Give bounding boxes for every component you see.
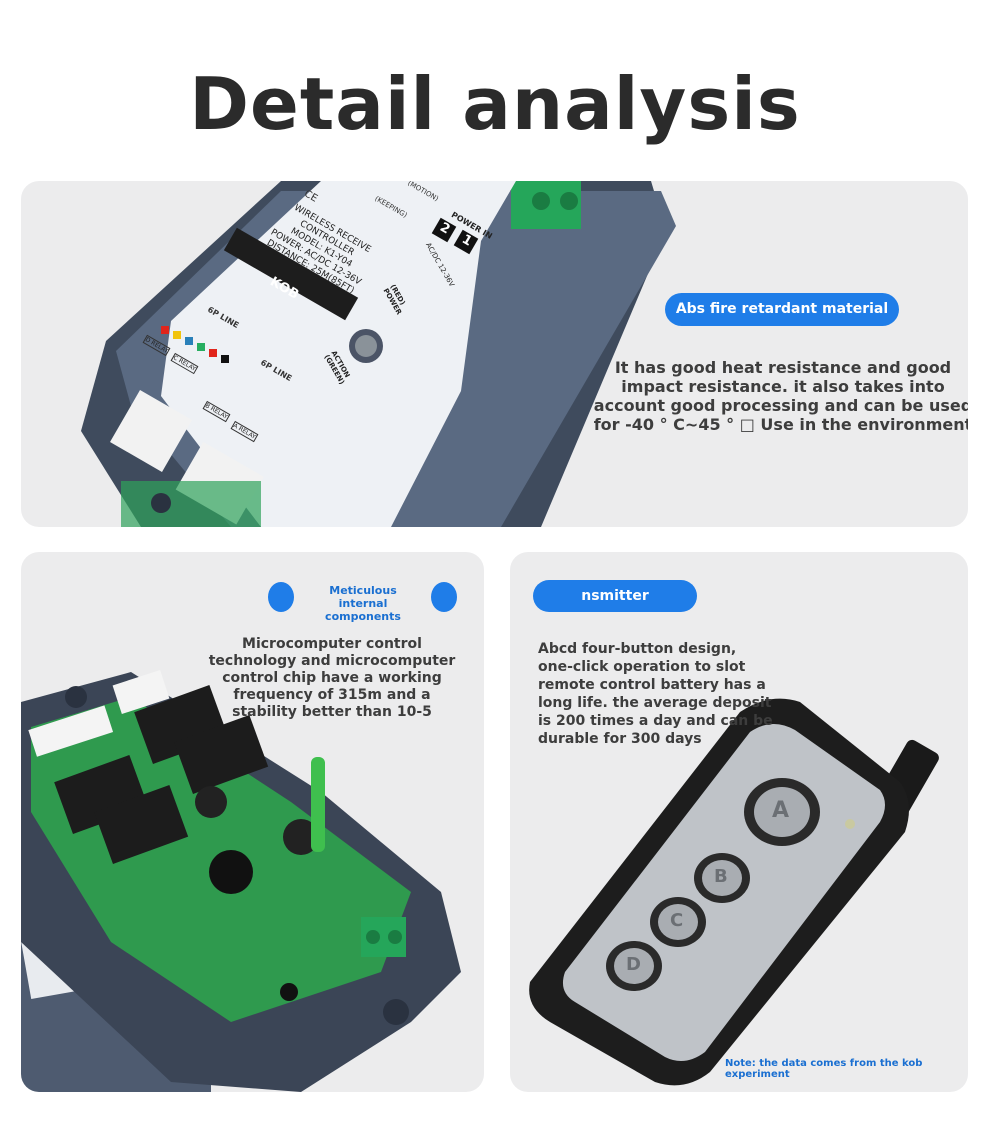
remote-button-d: D bbox=[626, 954, 641, 975]
abs-material-card: CE (MOTION) (KEEPING) WIRELESS RECEIVE C… bbox=[21, 181, 968, 527]
remote-button-b: B bbox=[714, 866, 728, 887]
abs-material-badge: Abs fire retardant material bbox=[665, 293, 899, 326]
abs-material-description: It has good heat resistance and good imp… bbox=[593, 358, 968, 434]
pcb-board-image bbox=[21, 670, 461, 1092]
transmitter-badge: nsmitter bbox=[533, 580, 697, 612]
remote-transmitter-image bbox=[529, 698, 939, 1086]
internal-components-card: Meticulous internal components Microcomp… bbox=[21, 552, 484, 1092]
data-source-note: Note: the data comes from the kob experi… bbox=[725, 1058, 923, 1080]
badge-dot-right bbox=[431, 582, 457, 612]
page-title: Detail analysis bbox=[189, 62, 801, 146]
transmitter-card: A B C D nsmitter Abcd four-button design… bbox=[510, 552, 968, 1092]
badge-dot-left bbox=[268, 582, 294, 612]
transmitter-description: Abcd four-button design, one-click opera… bbox=[538, 641, 773, 747]
internal-components-badge: Meticulous internal components bbox=[325, 584, 401, 623]
remote-button-a: A bbox=[772, 798, 790, 823]
internal-components-description: Microcomputer control technology and mic… bbox=[208, 636, 456, 720]
remote-button-c: C bbox=[670, 910, 684, 931]
receiver-controller-image bbox=[81, 181, 676, 527]
